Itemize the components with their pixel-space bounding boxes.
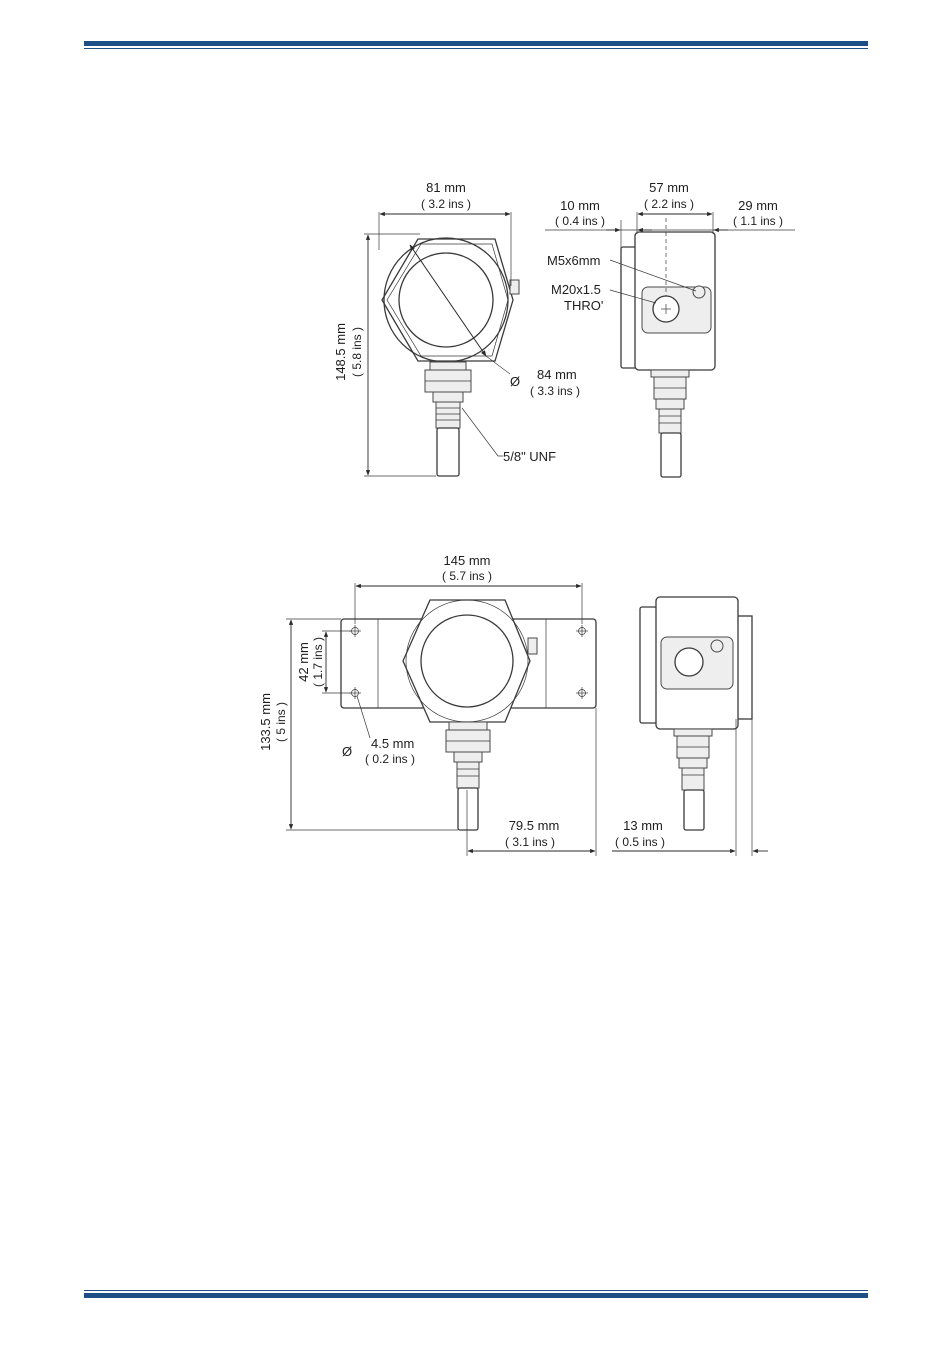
hole-dia-ins: ( 0.2 ins ) [365,752,415,766]
front-diameter-mm: 84 mm [537,367,577,382]
front-height-mm: 148.5 mm [333,323,348,381]
thread-label: 5/8" UNF [503,449,556,464]
front-width-ins: ( 3.2 ins ) [421,197,471,211]
bracket-height-ins: ( 5 ins ) [274,702,288,742]
m5-label: M5x6mm [547,253,600,268]
gland-label-line1: M20x1.5 [551,282,601,297]
bracket-view: 145 mm ( 5.7 ins ) 42 mm ( 1.7 ins ) 133… [258,553,596,856]
hole-spacing-ins: ( 1.7 ins ) [311,637,325,687]
side-view: 57 mm ( 2.2 ins ) 10 mm ( 0.4 ins ) 29 m… [545,180,795,477]
bracket-side-depth-mm: 13 mm [623,818,663,833]
m5-screw [693,286,705,298]
bracket-width-mm: 145 mm [444,553,491,568]
bracket-height-mm: 133.5 mm [258,693,273,751]
side-depth-ins: ( 2.2 ins ) [644,197,694,211]
side-right-ins: ( 1.1 ins ) [733,214,783,228]
cover-circle [399,253,493,347]
probe [437,428,459,476]
offset-mm: 79.5 mm [509,818,560,833]
bracket-probe [458,788,478,830]
diameter-symbol: Ø [510,374,520,389]
gland-label-line2: THRO' [564,298,603,313]
side-right-mm: 29 mm [738,198,778,213]
offset-ins: ( 3.1 ins ) [505,835,555,849]
side-depth-mm: 57 mm [649,180,689,195]
side-left-mm: 10 mm [560,198,600,213]
bracket-width-ins: ( 5.7 ins ) [442,569,492,583]
hole-spacing-mm: 42 mm [296,642,311,682]
hole-dia-symbol: Ø [342,744,352,759]
footer-rule [84,1290,868,1298]
front-width-mm: 81 mm [426,180,466,195]
hole-dia-mm: 4.5 mm [371,736,414,751]
bracket-gland-hole [675,648,703,676]
front-diameter-ins: ( 3.3 ins ) [530,384,580,398]
bracket-side-view: 13 mm ( 0.5 ins ) [612,597,768,856]
bracket-side-depth-ins: ( 0.5 ins ) [615,835,665,849]
front-height-ins: ( 5.8 ins ) [350,327,364,377]
front-view: 81 mm ( 3.2 ins ) 148.5 mm ( 5.8 ins ) Ø… [333,180,580,476]
side-left-ins: ( 0.4 ins ) [555,214,605,228]
